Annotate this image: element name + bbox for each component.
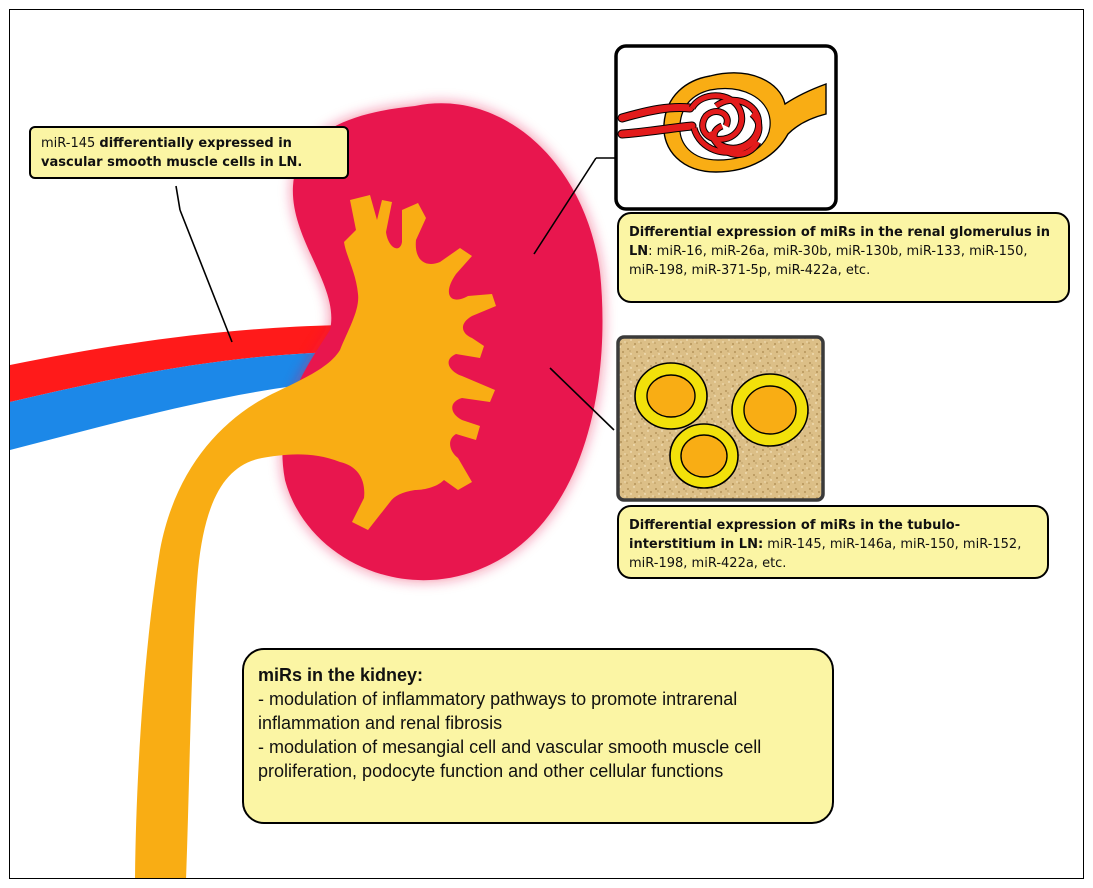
tubule (635, 363, 707, 429)
callout-vascular-lead: miR-145 (41, 136, 99, 151)
leader-line-vascular (176, 186, 180, 210)
callout-vascular-smooth-muscle: miR-145 differentially expressed in vasc… (29, 126, 349, 179)
tubule (670, 424, 738, 488)
callout-glomerulus-mirs: : miR-16, miR-26a, miR-30b, miR-130b, mi… (629, 244, 1028, 278)
glomerulus-inset (616, 46, 836, 209)
callout-tubulointerstitium: Differential expression of miRs in the t… (617, 505, 1049, 579)
callout-glomerulus: Differential expression of miRs in the r… (617, 212, 1070, 303)
tubulointerstitium-inset (618, 337, 823, 500)
leader-line-vascular-2 (180, 210, 232, 342)
callout-kidney-line-2: - modulation of mesangial cell and vascu… (258, 735, 818, 783)
callout-kidney-line-1: - modulation of inflammatory pathways to… (258, 687, 818, 735)
callout-mirs-in-kidney: miRs in the kidney: - modulation of infl… (242, 648, 834, 824)
callout-kidney-title: miRs in the kidney: (258, 663, 818, 687)
tubule (732, 374, 808, 446)
